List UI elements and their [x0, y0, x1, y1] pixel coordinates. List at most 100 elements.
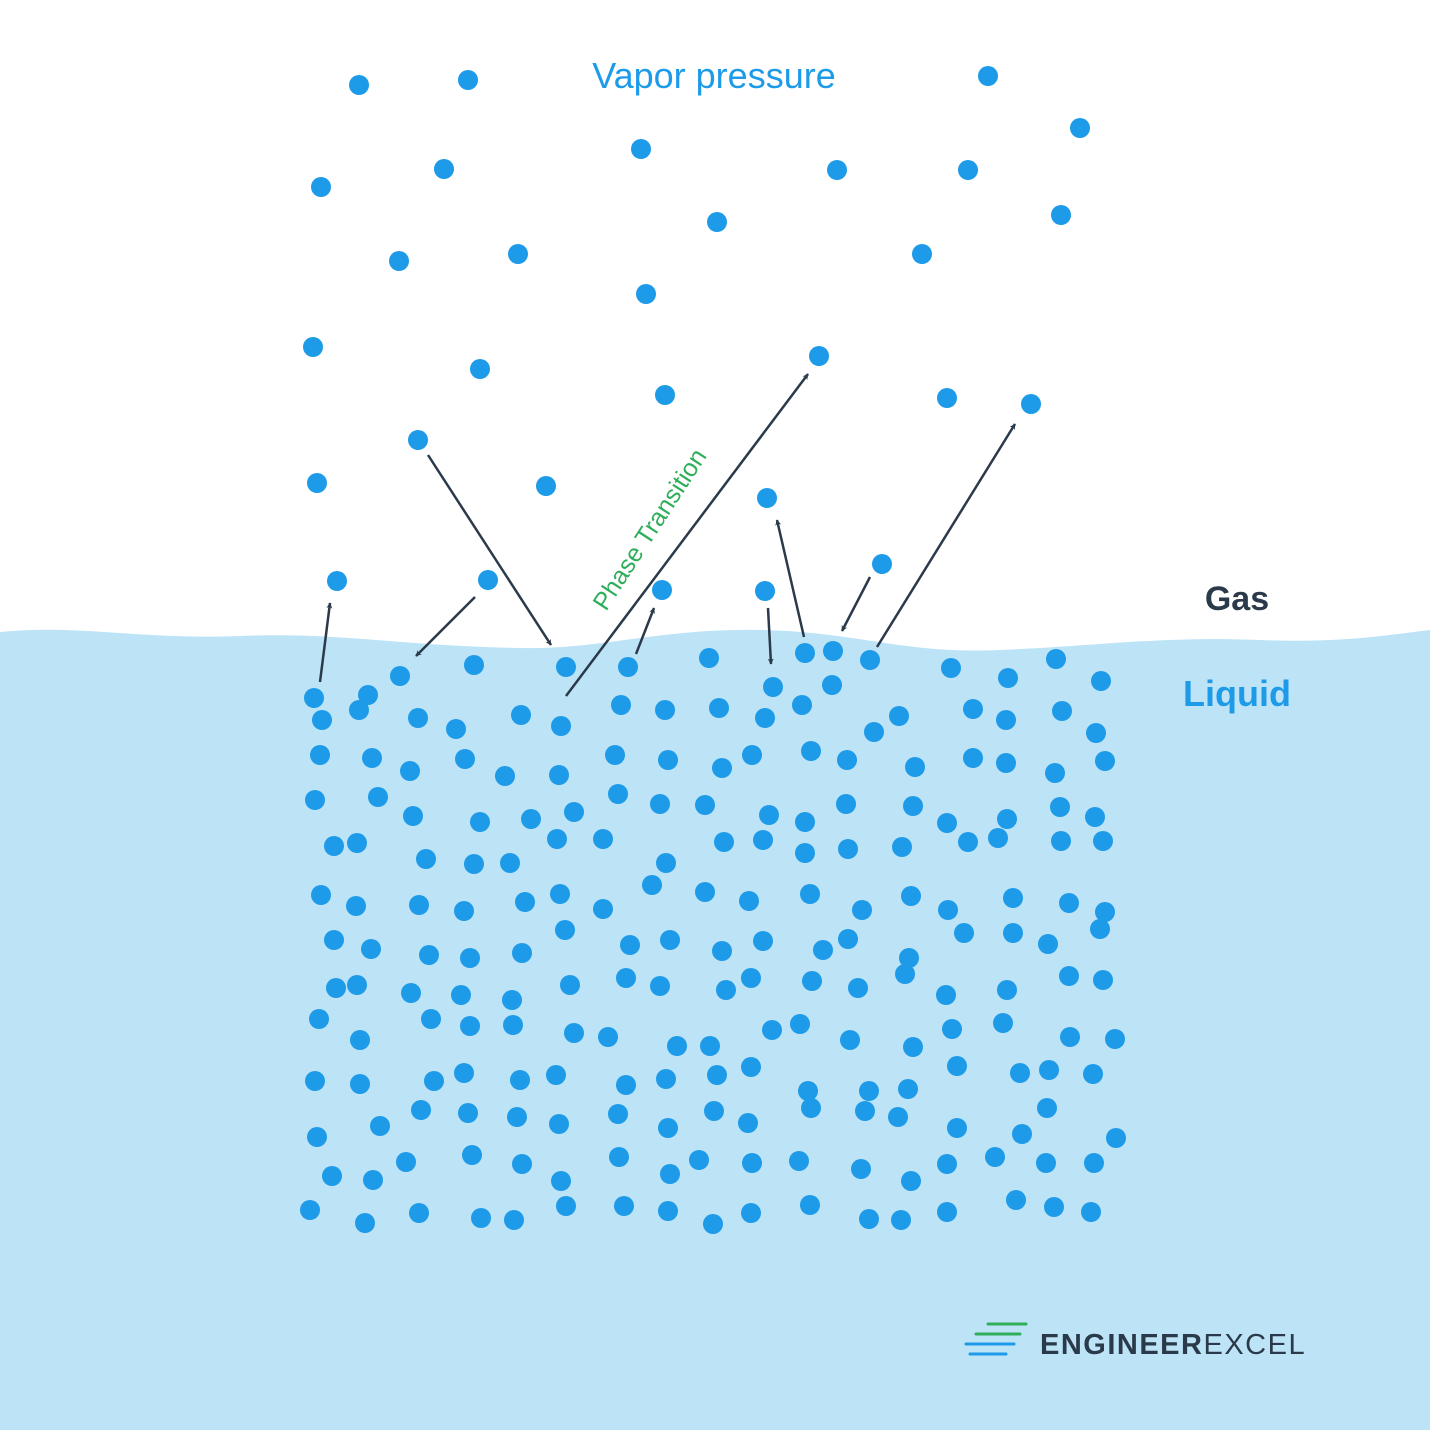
motion-arrow [634, 607, 656, 655]
liquid-molecule [712, 941, 732, 961]
motion-arrow [318, 602, 333, 683]
liquid-molecule [1105, 1029, 1125, 1049]
liquid-molecule [460, 948, 480, 968]
liquid-molecule [304, 688, 324, 708]
gas-molecule [707, 212, 727, 232]
gas-molecule [508, 244, 528, 264]
liquid-molecule [1083, 1064, 1103, 1084]
motion-arrows [318, 373, 1017, 697]
liquid-molecule [470, 812, 490, 832]
liquid-molecule [699, 648, 719, 668]
liquid-molecule [762, 1020, 782, 1040]
liquid-molecule [347, 975, 367, 995]
liquid-molecule [901, 1171, 921, 1191]
logo-text-engineer: ENGINEER [1040, 1329, 1203, 1361]
liquid-molecule [504, 1210, 524, 1230]
gas-molecule [478, 570, 498, 590]
liquid-molecule [695, 795, 715, 815]
liquid-molecule [549, 1114, 569, 1134]
gas-molecule [536, 476, 556, 496]
liquid-molecule [656, 853, 676, 873]
liquid-molecule [551, 716, 571, 736]
liquid-molecule [997, 980, 1017, 1000]
liquid-molecule [1012, 1124, 1032, 1144]
liquid-molecule [741, 968, 761, 988]
liquid-molecule [311, 885, 331, 905]
liquid-molecule [660, 1164, 680, 1184]
liquid-molecule [714, 832, 734, 852]
liquid-molecule [741, 1057, 761, 1077]
liquid-molecule [667, 1036, 687, 1056]
liquid-molecule [695, 882, 715, 902]
liquid-molecule [903, 796, 923, 816]
liquid-molecule [712, 758, 732, 778]
gas-molecule [755, 581, 775, 601]
liquid-molecule [1093, 970, 1113, 990]
liquid-molecule [789, 1151, 809, 1171]
liquid-molecule [464, 854, 484, 874]
liquid-molecule [954, 923, 974, 943]
motion-arrow [840, 576, 872, 632]
gas-molecule [652, 580, 672, 600]
liquid-molecule [997, 809, 1017, 829]
liquid-molecule [502, 990, 522, 1010]
liquid-molecule [941, 658, 961, 678]
liquid-molecule [851, 1159, 871, 1179]
liquid-molecule [347, 833, 367, 853]
liquid-molecule [608, 1104, 628, 1124]
liquid-molecule [753, 931, 773, 951]
liquid-molecule [500, 853, 520, 873]
liquid-molecule [611, 695, 631, 715]
liquid-label: Liquid [1183, 673, 1291, 714]
liquid-molecule [560, 975, 580, 995]
liquid-molecule [650, 976, 670, 996]
liquid-molecule [324, 930, 344, 950]
liquid-molecule [1044, 1197, 1064, 1217]
liquid-molecule [650, 794, 670, 814]
liquid-molecule [307, 1127, 327, 1147]
liquid-molecule [859, 1081, 879, 1101]
liquid-molecule [888, 1107, 908, 1127]
motion-arrow [415, 596, 476, 657]
gas-molecule [434, 159, 454, 179]
gas-molecule [958, 160, 978, 180]
gas-molecule [978, 66, 998, 86]
molecules [300, 66, 1126, 1234]
liquid-molecule [550, 884, 570, 904]
gas-molecule [307, 473, 327, 493]
liquid-molecule [905, 757, 925, 777]
liquid-molecule [709, 698, 729, 718]
liquid-molecule [891, 1210, 911, 1230]
title: Vapor pressure [592, 55, 835, 96]
liquid-molecule [658, 1118, 678, 1138]
liquid-molecule [411, 1100, 431, 1120]
liquid-molecule [424, 1071, 444, 1091]
liquid-molecule [1050, 797, 1070, 817]
liquid-molecule [848, 978, 868, 998]
liquid-molecule [368, 787, 388, 807]
liquid-molecule [763, 677, 783, 697]
liquid-molecule [408, 708, 428, 728]
liquid-molecule [840, 1030, 860, 1050]
liquid-molecule [300, 1200, 320, 1220]
liquid-molecule [349, 700, 369, 720]
liquid-molecule [503, 1015, 523, 1035]
logo-text-excel: EXCEL [1203, 1329, 1306, 1361]
liquid-molecule [802, 971, 822, 991]
liquid-molecule [1095, 751, 1115, 771]
motion-arrow [775, 519, 806, 638]
liquid-molecule [703, 1214, 723, 1234]
liquid-molecule [455, 749, 475, 769]
liquid-molecule [742, 1153, 762, 1173]
liquid-molecule [350, 1074, 370, 1094]
liquid-molecule [837, 750, 857, 770]
liquid-molecule [704, 1101, 724, 1121]
liquid-molecule [892, 837, 912, 857]
gas-molecule [389, 251, 409, 271]
liquid-molecule [689, 1150, 709, 1170]
liquid-molecule [546, 1065, 566, 1085]
liquid-molecule [409, 895, 429, 915]
liquid-molecule [510, 1070, 530, 1090]
gas-molecule [937, 388, 957, 408]
